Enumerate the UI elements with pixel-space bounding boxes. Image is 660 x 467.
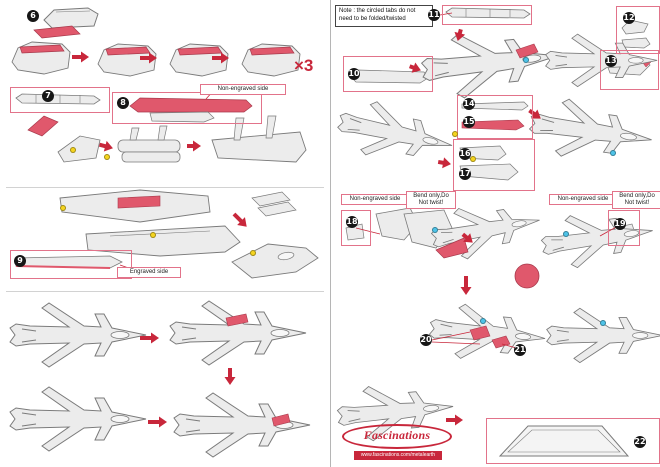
tab-marker-dot bbox=[610, 150, 616, 156]
leader-line bbox=[431, 331, 471, 341]
step-badge-14: 14 bbox=[463, 98, 475, 110]
tab-marker-dot bbox=[150, 232, 156, 238]
illustration-nose-assembly bbox=[231, 243, 319, 279]
step-outline-box bbox=[112, 92, 262, 124]
red-arrow bbox=[232, 212, 247, 227]
step-badge-15: 15 bbox=[463, 116, 475, 128]
logo-brand-text: Fascinations bbox=[363, 428, 431, 442]
step-badge-17: 17 bbox=[459, 168, 471, 180]
brand-logo: Fascinations www.fascinations.com/metale… bbox=[342, 424, 458, 462]
step-badge-7: 7 bbox=[42, 90, 54, 102]
callout-non_engraved: Non-engraved side bbox=[200, 84, 286, 95]
red-arrow bbox=[460, 276, 472, 295]
red-arrow bbox=[72, 51, 89, 63]
step-badge-13: 13 bbox=[605, 55, 617, 67]
tab-marker-dot bbox=[600, 320, 606, 326]
red-arrow bbox=[437, 157, 451, 169]
step-badge-11: 11 bbox=[428, 9, 440, 21]
tab-marker-dot bbox=[563, 231, 569, 237]
tab-marker-dot bbox=[480, 318, 486, 324]
note-box: Note : the circled tabs do not need to b… bbox=[335, 5, 433, 27]
red-arrow bbox=[140, 52, 157, 64]
red-arrow bbox=[187, 140, 201, 152]
step-badge-10: 10 bbox=[348, 68, 360, 80]
red-arrow bbox=[461, 232, 473, 243]
illustration-aircraft-progression-left bbox=[9, 300, 311, 458]
step-badge-6: 6 bbox=[27, 10, 39, 22]
step-badge-20: 20 bbox=[420, 334, 432, 346]
illustration-fuselage-sequence bbox=[11, 25, 301, 77]
section-separator bbox=[6, 291, 324, 292]
red-arrow bbox=[454, 28, 466, 41]
step-badge-12: 12 bbox=[623, 12, 635, 24]
logo-url: www.fascinations.com/metalearth bbox=[354, 451, 442, 460]
illustration-underside-section bbox=[427, 300, 660, 367]
red-arrow bbox=[98, 140, 113, 152]
leader-line bbox=[431, 341, 481, 345]
multiplier-label: ×3 bbox=[294, 56, 314, 75]
step-badge-9: 9 bbox=[14, 255, 26, 267]
red-arrow bbox=[140, 332, 159, 344]
callout-non_engraved: Non-engraved side bbox=[341, 194, 409, 205]
step-badge-16: 16 bbox=[459, 148, 471, 160]
tab-marker-dot bbox=[523, 57, 529, 63]
tab-marker-dot bbox=[432, 227, 438, 233]
red-arrow bbox=[212, 52, 229, 64]
red-arrow bbox=[224, 368, 236, 385]
step-outline-box bbox=[10, 250, 132, 279]
callout-bend_only: Bend only,Do Not twist! bbox=[612, 191, 660, 209]
step-outline-box bbox=[442, 5, 532, 25]
tab-marker-dot bbox=[250, 250, 256, 256]
tab-marker-dot bbox=[60, 205, 66, 211]
page-divider bbox=[330, 0, 331, 467]
tab-marker-dot bbox=[104, 154, 110, 160]
step-badge-18: 18 bbox=[346, 216, 358, 228]
section-separator bbox=[6, 187, 324, 188]
step-badge-8: 8 bbox=[117, 97, 129, 109]
tab-marker-dot bbox=[70, 147, 76, 153]
callout-engraved: Engraved side bbox=[117, 267, 181, 278]
step-outline-box bbox=[10, 87, 110, 113]
red-arrow bbox=[148, 416, 167, 428]
callout-non_engraved: Non-engraved side bbox=[549, 194, 617, 205]
illustration-wing-assembly bbox=[59, 189, 297, 257]
tab-marker-dot bbox=[452, 131, 458, 137]
step-outline-box bbox=[453, 139, 535, 191]
illustration-step6-part bbox=[43, 7, 99, 29]
callout-bend_only: Bend only,Do Not twist! bbox=[406, 191, 456, 209]
step-badge-21: 21 bbox=[514, 344, 526, 356]
step-badge-22: 22 bbox=[634, 436, 646, 448]
step-outline-box bbox=[341, 210, 371, 246]
step-badge-19: 19 bbox=[614, 218, 626, 230]
